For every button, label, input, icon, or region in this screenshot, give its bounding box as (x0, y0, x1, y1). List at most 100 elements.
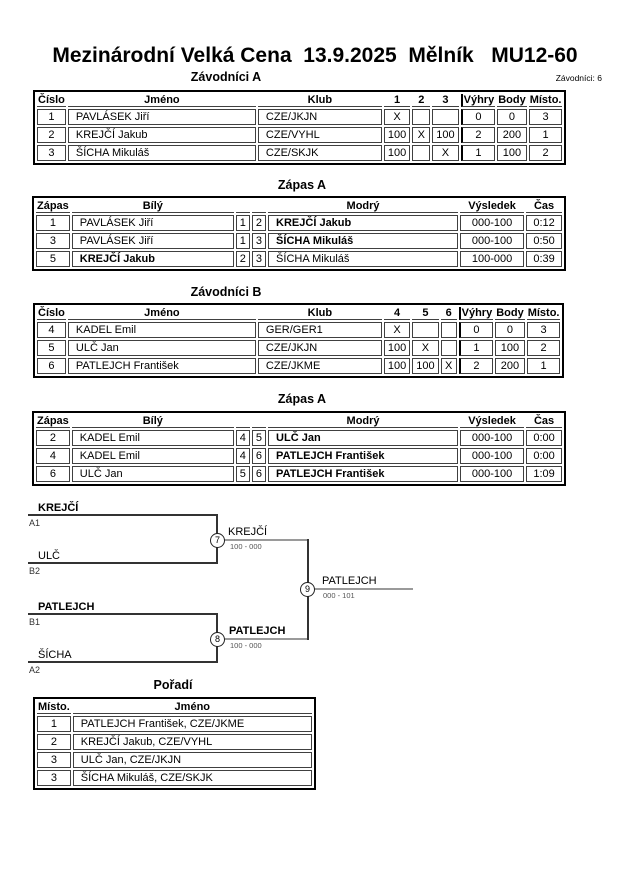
header-spacer (235, 415, 250, 428)
cell-m2 (412, 145, 431, 161)
cell-time: 0:12 (526, 215, 563, 231)
cell-match: 6 (36, 466, 70, 482)
bracket-seed: A2 (29, 665, 41, 675)
cell-name: ŠÍCHA Mikuláš, CZE/SKJK (72, 770, 312, 786)
bracket-winner-line (217, 539, 308, 541)
cell-points: 200 (497, 127, 527, 143)
table-row: 3 ŠÍCHA Mikuláš CZE/SKJK 100 X 1 100 2 (37, 145, 563, 161)
competitors-b-table: Číslo Jméno Klub 4 5 6 Výhry Body Místo.… (33, 303, 565, 378)
cell-name: PATLEJCH František, CZE/JKME (72, 716, 312, 732)
bracket-winner-line (308, 588, 413, 590)
bracket-slot-name: ŠÍCHA (38, 649, 72, 661)
cell-wins: 2 (458, 358, 494, 374)
col-place: Místo. (528, 94, 563, 107)
competitors-a-table: Číslo Jméno Klub 1 2 3 Výhry Body Místo.… (33, 90, 567, 165)
cell-white: PAVLÁSEK Jiří (71, 215, 234, 231)
cell-result: 000-100 (460, 448, 525, 464)
col-wins: Výhry (458, 307, 494, 320)
cell-blue: PATLEJCH František (268, 466, 459, 482)
table-row: 1 PAVLÁSEK Jiří CZE/JKJN X 0 0 3 (37, 109, 563, 125)
col-number: Číslo (37, 94, 66, 107)
cell-place: 1 (526, 358, 561, 374)
match-number-badge: 9 (300, 582, 315, 597)
cell-m3 (440, 322, 457, 338)
cell-place: 3 (37, 770, 71, 786)
table-row: 1 PATLEJCH František, CZE/JKME (37, 716, 312, 732)
cell-m2 (412, 109, 431, 125)
cell-wins: 1 (460, 145, 496, 161)
bracket-line (28, 661, 218, 663)
cell-blue: ULČ Jan (268, 430, 459, 446)
cell-result: 000-100 (460, 466, 525, 482)
col-blue: Modrý (268, 200, 459, 213)
cell-m3 (432, 109, 459, 125)
col-m2: 2 (412, 94, 431, 107)
cell-white-num: 5 (235, 466, 250, 482)
cell-name: KREJČÍ Jakub (67, 127, 256, 143)
cell-club: CZE/JKME (257, 358, 382, 374)
table-row: 1 PAVLÁSEK Jiří 1 2 KREJČÍ Jakub 000-100… (36, 215, 563, 231)
cell-club: CZE/JKJN (257, 109, 382, 125)
cell-number: 3 (37, 145, 66, 161)
bracket-seed: B2 (29, 566, 41, 576)
bracket-score: 000 - 101 (323, 591, 355, 600)
cell-white-num: 4 (235, 430, 250, 446)
header-spacer (251, 415, 267, 428)
bracket-line (216, 514, 218, 564)
col-blue: Modrý (268, 415, 459, 428)
col-match: Zápas (36, 200, 70, 213)
cell-blue: ŠÍCHA Mikuláš (268, 251, 459, 267)
table-row: 3 ŠÍCHA Mikuláš, CZE/SKJK (37, 770, 312, 786)
col-time: Čas (526, 415, 563, 428)
cell-blue-num: 3 (251, 251, 267, 267)
cell-white-num: 1 (235, 233, 250, 249)
cell-time: 0:50 (526, 233, 563, 249)
cell-white: KADEL Emil (71, 430, 234, 446)
cell-number: 5 (37, 340, 66, 356)
cell-white: PAVLÁSEK Jiří (71, 233, 234, 249)
table-row: 2 KREJČÍ Jakub CZE/VYHL 100 X 100 2 200 … (37, 127, 563, 143)
table-row: 5 KREJČÍ Jakub 2 3 ŠÍCHA Mikuláš 100-000… (36, 251, 563, 267)
bracket-score: 100 - 000 (230, 641, 262, 650)
cell-name: ŠÍCHA Mikuláš (67, 145, 256, 161)
cell-number: 2 (37, 127, 66, 143)
cell-name: KADEL Emil (67, 322, 256, 338)
cell-wins: 1 (458, 340, 494, 356)
cell-number: 1 (37, 109, 66, 125)
col-wins: Výhry (460, 94, 496, 107)
col-club: Klub (257, 307, 382, 320)
cell-m3: 100 (432, 127, 459, 143)
cell-place: 2 (528, 145, 563, 161)
matches-a-table: Zápas Bílý Modrý Výsledek Čas 1 PAVLÁSEK… (32, 196, 567, 271)
col-points: Body (497, 94, 527, 107)
cell-blue: PATLEJCH František (268, 448, 459, 464)
bracket-winner-name: KREJČÍ (228, 526, 268, 538)
bracket-winner-line (217, 638, 308, 640)
cell-blue: KREJČÍ Jakub (268, 215, 459, 231)
cell-m1: 100 (383, 340, 411, 356)
cell-club: CZE/VYHL (257, 127, 382, 143)
cell-result: 100-000 (460, 251, 525, 267)
match-number-badge: 7 (210, 533, 225, 548)
col-m3: 3 (432, 94, 459, 107)
cell-number: 6 (37, 358, 66, 374)
col-result: Výsledek (460, 200, 525, 213)
matches-a-heading: Zápas A (277, 178, 327, 192)
bracket-winner-name: PATLEJCH (322, 575, 377, 587)
cell-wins: 2 (460, 127, 496, 143)
table-row: 3 PAVLÁSEK Jiří 1 3 ŠÍCHA Mikuláš 000-10… (36, 233, 563, 249)
col-place: Místo. (37, 701, 71, 714)
header-spacer (251, 200, 267, 213)
cell-match: 3 (36, 233, 70, 249)
ranking-table: Místo. Jméno 1 PATLEJCH František, CZE/J… (33, 697, 316, 790)
col-white: Bílý (71, 200, 234, 213)
table-row: 6 ULČ Jan 5 6 PATLEJCH František 000-100… (36, 466, 563, 482)
cell-place: 1 (528, 127, 563, 143)
cell-white: KREJČÍ Jakub (71, 251, 234, 267)
bracket-line (216, 613, 218, 663)
header-row: Zápas Bílý Modrý Výsledek Čas (36, 200, 563, 213)
cell-points: 100 (495, 340, 525, 356)
cell-place: 2 (526, 340, 561, 356)
col-m3: 6 (440, 307, 457, 320)
